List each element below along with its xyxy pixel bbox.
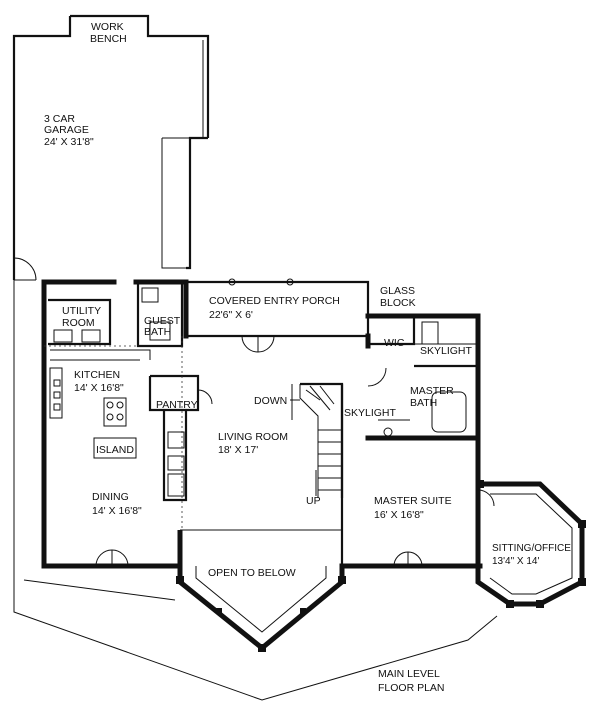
label-garage-2: GARAGE <box>44 124 89 136</box>
label-dining-dim: 14' X 16'8" <box>92 505 142 517</box>
label-skylight-bath: SKYLIGHT <box>420 345 473 357</box>
label-skylight-stair: SKYLIGHT <box>344 407 397 419</box>
label-kitchen-1: KITCHEN <box>74 369 120 381</box>
label-glass-block-2: BLOCK <box>380 297 416 309</box>
label-glass-block-1: GLASS <box>380 285 415 297</box>
label-living: LIVING ROOM <box>218 431 288 443</box>
plan-title-2: FLOOR PLAN <box>378 682 445 694</box>
label-down: DOWN <box>254 395 287 407</box>
label-master-bath-2: BATH <box>410 397 437 409</box>
sitting-office-bay <box>475 480 586 608</box>
label-guest-bath-1: GUEST <box>144 315 181 327</box>
label-pantry: PANTRY <box>156 399 198 411</box>
label-covered-porch: COVERED ENTRY PORCH <box>209 295 340 307</box>
label-sitting-office-dim: 13'4" X 14' <box>492 556 539 567</box>
label-dining: DINING <box>92 491 129 503</box>
label-up: UP <box>306 495 321 507</box>
label-garage-1: 3 CAR <box>44 113 75 125</box>
label-work-bench-1: WORK <box>91 21 124 33</box>
label-master-bath-1: MASTER <box>410 385 454 397</box>
garage-walls <box>12 14 210 281</box>
label-master-suite: MASTER SUITE <box>374 495 452 507</box>
open-below-bay <box>176 529 346 652</box>
label-utility-2: ROOM <box>62 317 95 329</box>
label-garage-dim: 24' X 31'8" <box>44 136 94 148</box>
label-island: ISLAND <box>96 444 134 456</box>
label-covered-porch-dim: 22'6" X 6' <box>209 309 253 321</box>
label-utility-1: UTILITY <box>62 305 101 317</box>
label-living-dim: 18' X 17' <box>218 444 258 456</box>
label-open-below: OPEN TO BELOW <box>208 567 296 579</box>
plan-title-1: MAIN LEVEL <box>378 668 440 680</box>
label-wic: WIC <box>384 337 405 349</box>
label-work-bench-2: BENCH <box>90 33 127 45</box>
label-kitchen-dim: 14' X 16'8" <box>74 382 124 394</box>
room-labels: WORK BENCH 3 CAR GARAGE 24' X 31'8" UTIL… <box>44 21 571 694</box>
label-sitting-office: SITTING/OFFICE <box>492 543 571 554</box>
label-master-suite-dim: 16' X 16'8" <box>374 509 424 521</box>
interior-walls <box>44 278 478 567</box>
label-guest-bath-2: BATH <box>144 326 171 338</box>
deck-outline <box>13 280 498 701</box>
